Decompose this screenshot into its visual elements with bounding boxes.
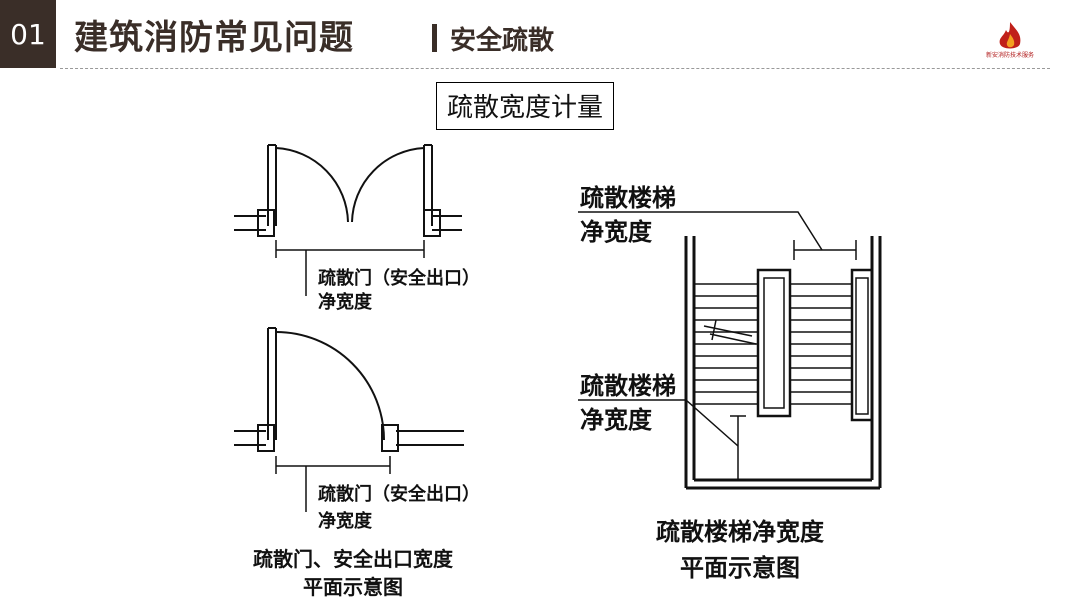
- single-door-label-line1: 疏散门（安全出口）: [318, 484, 480, 505]
- single-door-label-line2: 净宽度: [318, 511, 372, 532]
- page-title: 建筑消防常见问题: [74, 18, 354, 58]
- stair-top-label-line2: 净宽度: [580, 217, 652, 246]
- page-subtitle: 安全疏散: [450, 26, 555, 56]
- stair-caption-line2: 平面示意图: [680, 553, 800, 582]
- double-door-drawing: [234, 144, 462, 296]
- stair-caption-line1: 疏散楼梯净宽度: [656, 517, 824, 546]
- flame-logo-icon: [999, 22, 1021, 49]
- header-divider: [60, 68, 1050, 69]
- stair-drawing: [578, 211, 882, 490]
- left-caption-line1: 疏散门、安全出口宽度: [253, 547, 453, 571]
- left-caption-line2: 平面示意图: [303, 575, 403, 599]
- double-door-label-line1: 疏散门（安全出口）: [318, 268, 480, 289]
- single-door-drawing: [234, 327, 464, 512]
- stair-mid-label-line2: 净宽度: [580, 405, 652, 434]
- double-door-label-line2: 净宽度: [318, 292, 372, 313]
- stair-top-label-line1: 疏散楼梯: [580, 183, 676, 212]
- stair-mid-label-line1: 疏散楼梯: [580, 371, 676, 400]
- title-separator: [432, 24, 437, 52]
- section-number: 01: [0, 0, 56, 68]
- diagram-title: 疏散宽度计量: [436, 82, 615, 130]
- logo-text: 新安消防技术服务: [985, 52, 1034, 59]
